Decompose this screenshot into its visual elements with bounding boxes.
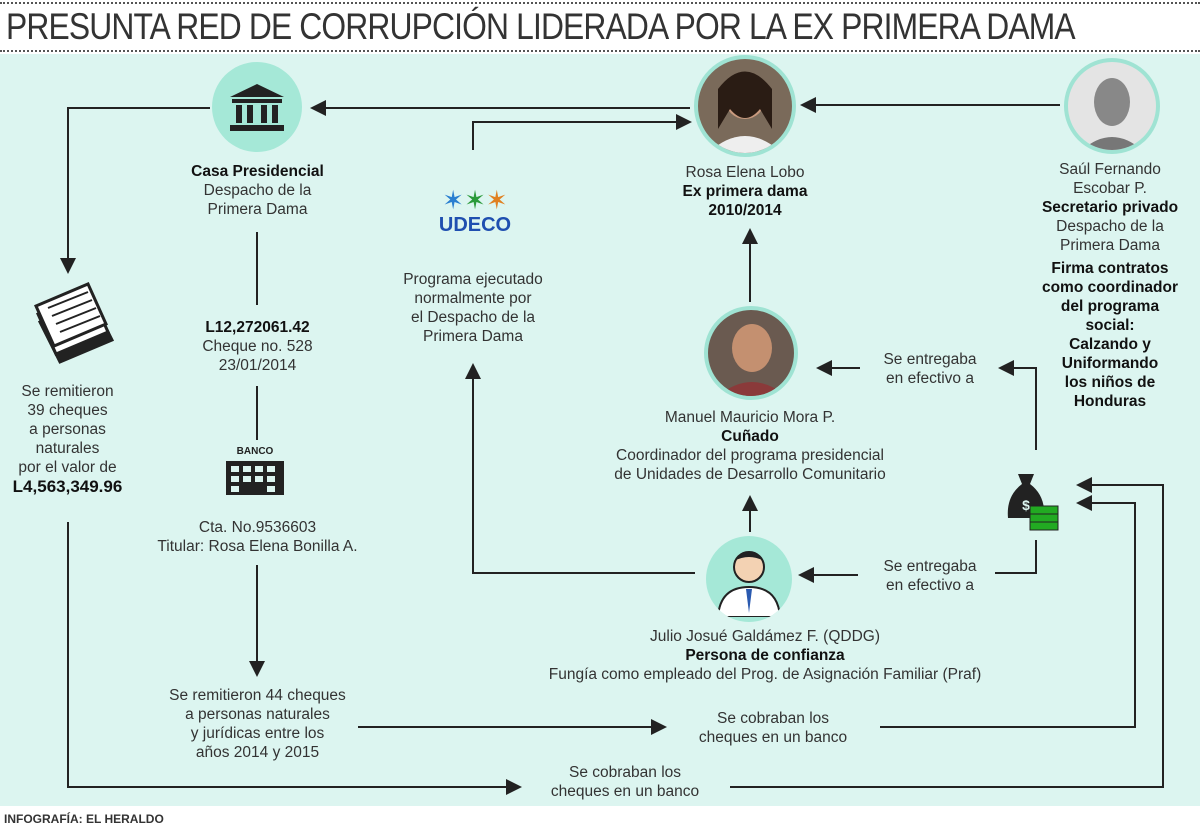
casa-line1: Despacho de la: [203, 182, 312, 199]
udeco-stars-icon: ✶✶✶: [442, 185, 508, 215]
cheques39-amount: L4,563,349.96: [12, 477, 123, 496]
bank-icon-label: BANCO: [236, 446, 274, 457]
money-bag-icon: $: [1007, 474, 1059, 531]
cheque-date: 23/01/2014: [218, 357, 297, 374]
julio-name: Julio Josué Galdámez F. (QDDG): [650, 628, 880, 645]
saul-name2: Escobar P.: [1073, 180, 1147, 197]
svg-text:$: $: [1022, 497, 1030, 513]
rosa-photo: [694, 55, 796, 157]
diagram-panel: [0, 54, 1200, 806]
cheques44-line: Se remitieron 44 cheques: [169, 687, 346, 704]
rosa-name: Rosa Elena Lobo: [685, 164, 805, 181]
cobro1-line1: Se cobraban los: [716, 710, 830, 727]
manuel-desc1: Coordinador del programa presidencial: [616, 447, 884, 464]
arrow-udeco-to-rosa: [472, 114, 692, 150]
manuel-role: Cuñado: [721, 428, 779, 445]
udeco-line: normalmente por: [414, 290, 532, 307]
saul-note-line: Honduras: [1073, 393, 1147, 410]
manuel-name: Manuel Mauricio Mora P.: [664, 409, 836, 426]
saul-note-line: los niños de: [1064, 374, 1156, 391]
cheques-stack-icon: [34, 282, 115, 364]
rosa-years: 2010/2014: [708, 202, 782, 219]
udeco-line: Programa ejecutado: [403, 271, 543, 288]
arrow-cobro2-to-money: [730, 477, 1164, 788]
entrega1-line1: Se entregaba: [883, 351, 977, 368]
arrow-money-to-entrega2: [995, 540, 1037, 574]
arrow-money-to-entrega1: [998, 360, 1037, 450]
udeco-line: el Despacho de la: [410, 309, 536, 326]
person-photo-icon: [708, 71, 782, 153]
cobro1-line2: cheques en un banco: [698, 729, 848, 746]
cheques39-line: naturales: [35, 440, 100, 457]
udeco-logo-text: UDECO: [438, 214, 512, 236]
saul-note-line: Calzando y: [1069, 336, 1151, 353]
cheques39-line: Se remitieron: [21, 383, 114, 400]
julio-circle: [706, 536, 792, 622]
top-rule: [0, 2, 1200, 4]
arrow-casa-to-cheques39: [60, 107, 210, 274]
udeco-line: Primera Dama: [423, 328, 523, 345]
person-avatar-icon: [716, 551, 782, 617]
saul-note-line: social:: [1085, 317, 1135, 334]
casa-line2: Primera Dama: [207, 201, 308, 218]
saul-role: Secretario privado: [1041, 199, 1179, 216]
saul-note-line: Uniformando: [1061, 355, 1159, 372]
saul-name1: Saúl Fernando: [1059, 161, 1161, 178]
government-building-icon: [230, 84, 284, 131]
manuel-photo: [704, 306, 798, 400]
arrow-julio-to-udeco: [465, 363, 695, 574]
cheque-number: Cheque no. 528: [202, 338, 313, 355]
saul-photo: [1064, 58, 1160, 154]
saul-note-line: Firma contratos: [1051, 260, 1169, 277]
cobro2-line2: cheques en un banco: [550, 783, 700, 800]
cheques44-line: a personas naturales: [185, 706, 330, 723]
udeco-logo: ✶✶✶ UDECO: [430, 186, 520, 237]
cheques39-line: a personas: [29, 421, 106, 438]
bank-holder: Titular: Rosa Elena Bonilla A.: [157, 538, 358, 555]
title-rule: [0, 50, 1200, 52]
entrega1-line2: en efectivo a: [886, 370, 974, 387]
cheques44-line: años 2014 y 2015: [195, 744, 320, 761]
person-photo-icon: [1082, 78, 1142, 150]
entrega2-line1: Se entregaba: [883, 558, 977, 575]
cobro2-line1: Se cobraban los: [568, 764, 682, 781]
julio-desc: Fungía como empleado del Prog. de Asigna…: [548, 666, 982, 683]
saul-note-line: como coordinador: [1041, 279, 1179, 296]
cheques39-line: por el valor de: [18, 459, 117, 476]
saul-dept2: Primera Dama: [1060, 237, 1160, 254]
saul-note-line: del programa: [1060, 298, 1160, 315]
cheque-amount: L12,272061.42: [205, 319, 310, 336]
person-photo-icon: [718, 324, 786, 396]
cheques44-line: y jurídicas entre los: [190, 725, 325, 742]
bank-account: Cta. No.9536603: [198, 519, 317, 536]
rosa-role: Ex primera dama: [682, 183, 808, 200]
footer-credit: INFOGRAFÍA: EL HERALDO: [4, 812, 164, 826]
casa-name: Casa Presidencial: [191, 163, 324, 180]
bank-icon: BANCO: [222, 446, 288, 502]
casa-presidencial-circle: [212, 62, 302, 152]
cheques39-line: 39 cheques: [27, 402, 108, 419]
saul-dept1: Despacho de la: [1056, 218, 1164, 235]
arrow-cheques39-to-cobro2: [67, 522, 522, 795]
manuel-desc2: de Unidades de Desarrollo Comunitario: [614, 466, 886, 483]
page-title: PRESUNTA RED DE CORRUPCIÓN LIDERADA POR …: [6, 6, 1076, 47]
entrega2-line2: en efectivo a: [886, 577, 974, 594]
julio-role: Persona de confianza: [685, 647, 845, 664]
arrow-cobro1-to-money: [880, 495, 1136, 728]
